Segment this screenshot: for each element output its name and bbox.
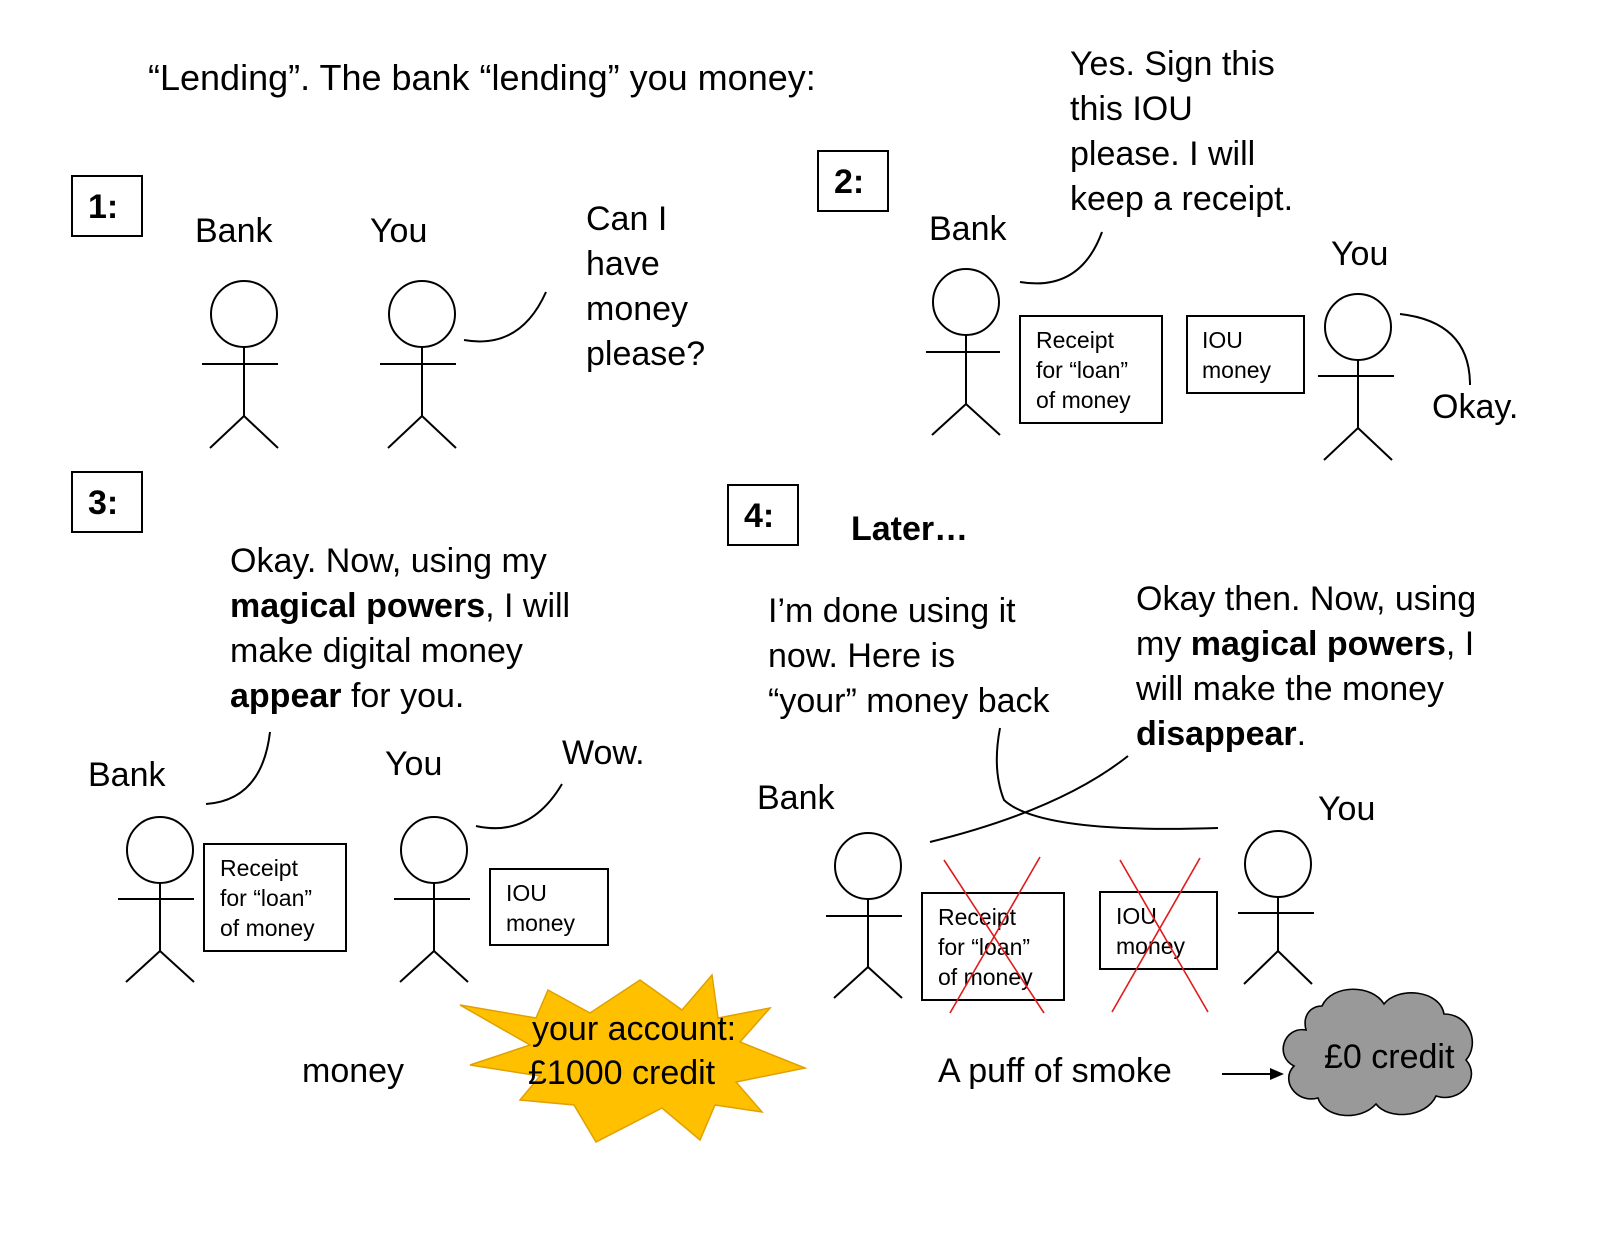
svg-text:my magical powers, I: my magical powers, I xyxy=(1136,625,1474,663)
panel-4-number-box xyxy=(727,484,799,546)
svg-text:IOU: IOU xyxy=(1202,327,1243,353)
svg-text:will make the money: will make the money xyxy=(1135,670,1444,708)
svg-text:I’m done using it: I’m done using it xyxy=(768,592,1016,630)
panel-1-bank-label: Bank xyxy=(195,212,273,250)
svg-text:Receipt: Receipt xyxy=(938,904,1017,930)
svg-text:appear for you.: appear for you. xyxy=(230,677,464,715)
panel-2-you-speech-pointer xyxy=(1399,313,1471,386)
panel-2-bank-speech-pointer xyxy=(1019,231,1103,285)
svg-text:Can I: Can I xyxy=(586,200,667,238)
panel-4-bank-speech: Okay then. Now, using my magical powers,… xyxy=(1135,580,1476,753)
panel-3-number-box xyxy=(71,471,143,533)
panel-3-burst-line-1: your account: xyxy=(532,1010,736,1048)
svg-text:of money: of money xyxy=(938,964,1033,990)
panel-2-bank-label: Bank xyxy=(929,210,1007,248)
panel-3-money-label: money xyxy=(302,1052,404,1090)
panel-3-number: 3: xyxy=(88,484,118,522)
svg-text:please. I will: please. I will xyxy=(1070,135,1255,173)
svg-text:make digital money: make digital money xyxy=(230,632,523,670)
svg-text:Okay. Now, using my: Okay. Now, using my xyxy=(230,542,547,580)
svg-text:money: money xyxy=(1202,357,1272,383)
svg-text:Receipt: Receipt xyxy=(1036,327,1115,353)
panel-4-you-label: You xyxy=(1318,790,1375,828)
svg-text:keep a receipt.: keep a receipt. xyxy=(1070,180,1293,218)
panel-3-bank-speech-pointer xyxy=(205,731,271,805)
panel-4-bank-figure xyxy=(826,832,903,999)
panel-1-you-figure xyxy=(380,280,457,449)
panel-4-receipt-box: Receipt for “loan” of money xyxy=(921,856,1065,1014)
panel-2-you-speech: Okay. xyxy=(1432,388,1518,426)
svg-text:for “loan”: for “loan” xyxy=(220,885,312,911)
panel-1-you-speech-pointer xyxy=(463,291,547,343)
panel-3-credit-burst xyxy=(459,973,808,1143)
page-title: “Lending”. The bank “lending” you money: xyxy=(148,57,816,98)
panel-2: 2: Yes. Sign this this IOU please. I wil… xyxy=(817,45,1518,461)
panel-1-number-box xyxy=(71,175,143,237)
panel-4-iou-box: IOU money xyxy=(1099,857,1218,1013)
svg-text:Receipt: Receipt xyxy=(220,855,299,881)
panel-3-you-speech: Wow. xyxy=(562,734,645,772)
panel-2-iou-box: IOU money xyxy=(1186,315,1305,394)
svg-text:money: money xyxy=(586,290,688,328)
panel-3-you-figure xyxy=(394,816,470,983)
panel-3-bank-speech: Okay. Now, using my magical powers, I wi… xyxy=(230,542,570,715)
svg-text:now. Here is: now. Here is xyxy=(768,637,955,675)
panel-4-bank-speech-pointer xyxy=(929,755,1129,843)
panel-3-bank-figure xyxy=(118,816,195,983)
panel-2-number: 2: xyxy=(834,163,864,201)
panel-4-bank-label: Bank xyxy=(757,779,835,817)
panel-2-you-figure xyxy=(1318,293,1394,461)
svg-text:money: money xyxy=(506,910,576,936)
panel-2-you-label: You xyxy=(1331,235,1388,273)
svg-text:this IOU: this IOU xyxy=(1070,90,1193,128)
panel-1: 1: Bank You Can I have money please? xyxy=(71,175,705,449)
svg-text:Yes. Sign this: Yes. Sign this xyxy=(1070,45,1275,83)
panel-3-iou-box: IOU money xyxy=(489,868,609,946)
panel-4-number: 4: xyxy=(744,497,774,535)
panel-4-cloud-text: £0 credit xyxy=(1324,1038,1455,1076)
panel-3-bank-label: Bank xyxy=(88,756,166,794)
panel-2-bank-figure xyxy=(926,268,1001,436)
svg-text:please?: please? xyxy=(586,335,705,373)
panel-2-receipt-box: Receipt for “loan” of money xyxy=(1019,315,1163,424)
svg-text:of money: of money xyxy=(220,915,315,941)
svg-text:have: have xyxy=(586,245,660,283)
panel-4-smoke-label: A puff of smoke xyxy=(938,1052,1172,1090)
panel-4-later: Later… xyxy=(851,510,968,548)
arrow-right-icon xyxy=(1222,1068,1284,1080)
svg-text:IOU: IOU xyxy=(506,880,547,906)
panel-1-you-speech: Can I have money please? xyxy=(586,200,705,373)
panel-3-you-label: You xyxy=(385,745,442,783)
svg-text:for “loan”: for “loan” xyxy=(938,934,1030,960)
svg-text:of money: of money xyxy=(1036,387,1131,413)
panel-4-you-figure xyxy=(1238,830,1314,985)
panel-2-bank-speech: Yes. Sign this this IOU please. I will k… xyxy=(1070,45,1293,218)
panel-1-you-label: You xyxy=(370,212,427,250)
svg-text:disappear.: disappear. xyxy=(1136,715,1306,753)
panel-1-number: 1: xyxy=(88,188,118,226)
panel-4: 4: Later… I’m done using it now. Here is… xyxy=(727,484,1476,1117)
svg-text:Okay then. Now, using: Okay then. Now, using xyxy=(1136,580,1476,618)
svg-text:“your” money back: “your” money back xyxy=(768,682,1051,720)
panel-3-receipt-box: Receipt for “loan” of money xyxy=(203,843,347,952)
panel-3-you-speech-pointer xyxy=(475,783,563,830)
svg-text:IOU: IOU xyxy=(1116,903,1157,929)
panel-3-burst-line-2: £1000 credit xyxy=(528,1054,716,1092)
panel-4-smoke-cloud xyxy=(1282,988,1474,1117)
panel-2-number-box xyxy=(817,150,889,212)
panel-3: 3: Okay. Now, using my magical powers, I… xyxy=(71,471,808,1143)
svg-text:for “loan”: for “loan” xyxy=(1036,357,1128,383)
panel-1-bank-figure xyxy=(202,280,279,449)
panel-4-you-speech-pointer xyxy=(995,727,1219,830)
svg-text:magical powers, I will: magical powers, I will xyxy=(230,587,570,625)
panel-4-you-speech: I’m done using it now. Here is “your” mo… xyxy=(768,592,1051,720)
